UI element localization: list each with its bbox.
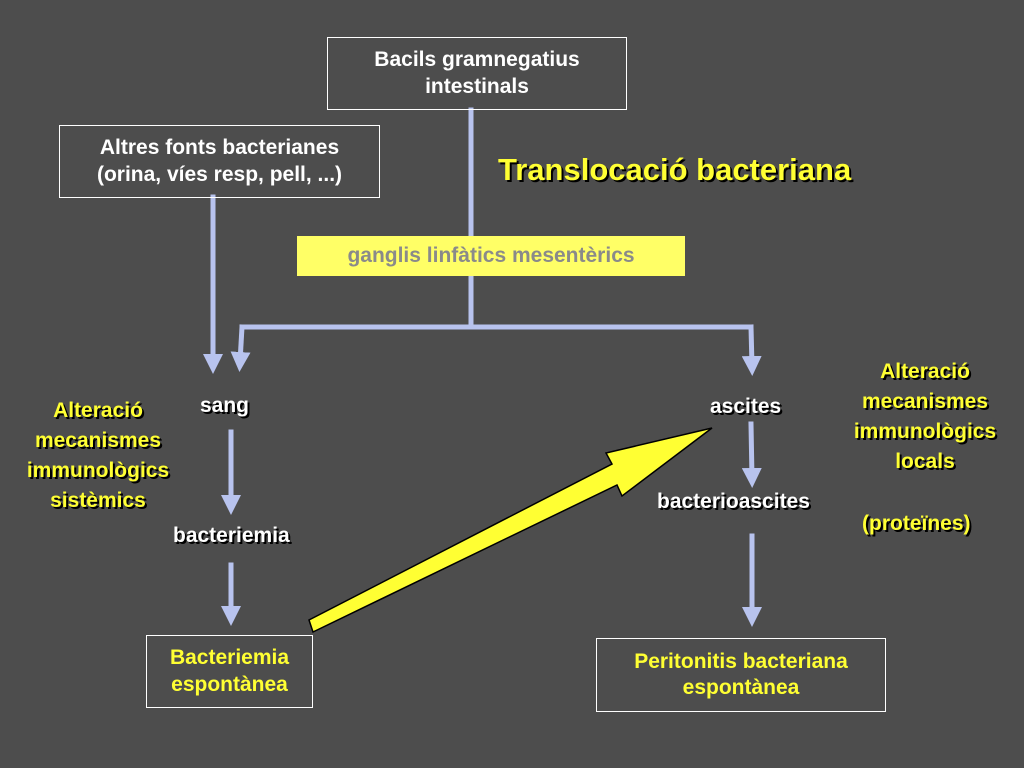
altres-line1: Altres fonts bacterianes <box>99 136 340 160</box>
bacteriemia-espontanea-box: Bacteriemia espontànea <box>146 635 313 708</box>
title-translocacio: Translocació bacteriana <box>498 152 852 187</box>
annotation-left-line3: immunològics <box>26 459 170 482</box>
peritonitis-box: Peritonitis bacteriana espontànea <box>596 638 886 712</box>
annotation-right-line3: immunològics <box>853 420 997 443</box>
bacils-box: Bacils gramnegatius intestinals <box>327 37 627 110</box>
ganglis-label: ganglis linfàtics mesentèrics <box>347 243 635 267</box>
annotation-left-line2: mecanismes <box>34 429 162 452</box>
bacteriemia-espontanea-line1: Bacteriemia <box>169 646 290 670</box>
annotation-left-line4: sistèmics <box>50 489 146 512</box>
arrow-branch-to-ascites <box>741 324 762 376</box>
annotation-right-line2: mecanismes <box>861 390 989 413</box>
arrow-branch-to-sang <box>230 324 251 372</box>
annotation-right-extra: (proteïnes) <box>862 512 971 535</box>
annotation-right-line4: locals <box>895 450 955 473</box>
altres-line2: (orina, víes resp, pell, ...) <box>96 162 343 186</box>
diagonal-arrow-icon <box>308 427 713 634</box>
ascites-label: ascites <box>710 395 782 418</box>
bacteriemia-espontanea-line2: espontànea <box>171 672 288 696</box>
sang-label: sang <box>200 394 250 417</box>
annotation-left-line1: Alteració <box>53 399 143 422</box>
ganglis-box: ganglis linfàtics mesentèrics <box>297 236 685 276</box>
bacterioascites-label: bacterioascites <box>657 490 810 513</box>
peritonitis-line1: Peritonitis bacteriana <box>634 649 848 673</box>
annotation-left: Alteració mecanismes immunològics sistèm… <box>5 396 191 516</box>
bacteriemia-label: bacteriemia <box>173 524 290 547</box>
altres-box: Altres fonts bacterianes (orina, víes re… <box>59 125 380 198</box>
peritonitis-line2: espontànea <box>682 676 800 699</box>
annotation-right-line1: Alteració <box>880 360 970 383</box>
arrow-ascites-to-bacterioascites <box>741 421 762 488</box>
bacils-line2: intestinals <box>425 74 529 98</box>
annotation-right: Alteració mecanismes immunològics locals <box>830 357 1020 477</box>
bacils-line1: Bacils gramnegatius <box>374 48 580 72</box>
